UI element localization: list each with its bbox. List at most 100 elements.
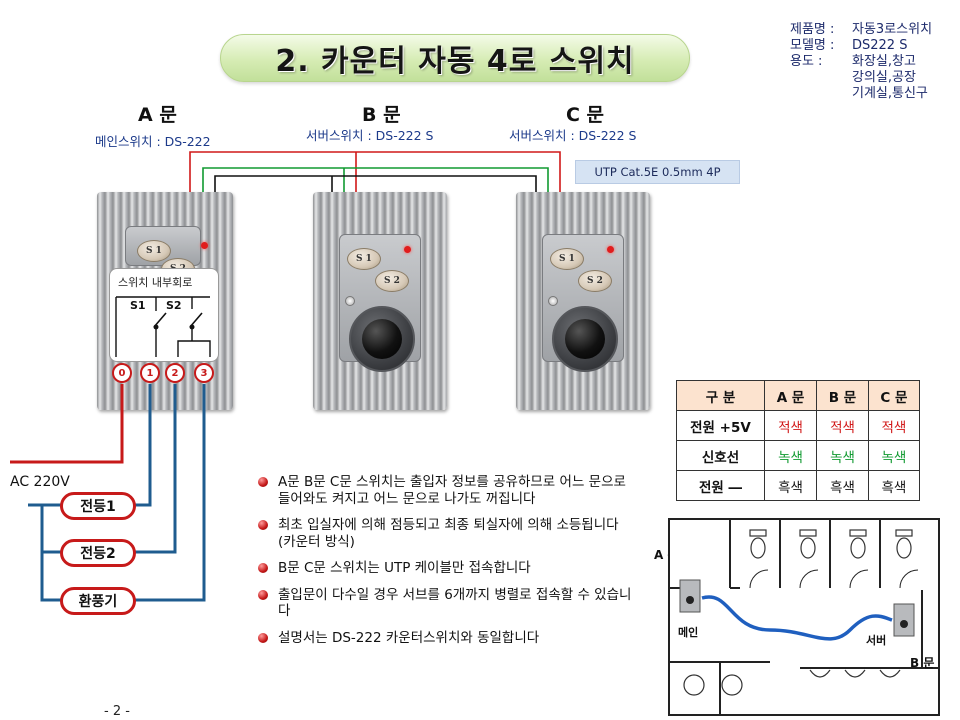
info-label: 용도 : [790,54,823,69]
table-cell: 흑색 [867,470,921,501]
motion-sensor-icon [552,306,618,372]
bullet-icon [258,589,268,600]
table-cell: 녹색 [867,440,921,471]
list-item: 출입문이 다수일 경우 서브를 6개까지 병렬로 접속할 수 있습니다 [258,587,638,620]
table-cell: 녹색 [763,440,818,471]
circuit-title: 스위치 내부회로 [118,276,193,289]
table-row: 신호선 녹색 녹색 녹색 [676,440,921,471]
table-header: C 문 [867,380,921,411]
info-row: 기계실,통신구 [790,86,932,102]
indicator-icon [548,296,558,306]
product-info: 제품명 : 자동3로스위치 모델명 : DS222 S 용도 : 화장실,창고 강의실… [790,22,932,102]
s1-button[interactable]: S 1 [137,240,171,262]
table-cell: 흑색 [816,470,869,501]
door-b-label: B 문 [362,104,401,126]
table-row: 전원 +5V 적색 적색 적색 [676,410,921,441]
table-cell: 적색 [816,410,869,441]
ac-label: AC 220V [10,474,70,490]
list-item-text: 최초 입실자에 의해 점등되고 최종 퇴실자에 의해 소등됩니다 (카운터 방식… [278,517,619,550]
plan-door-b-label: B 문 [910,656,935,670]
table-row: 전원 ― 흑색 흑색 흑색 [676,470,921,501]
bullet-icon [258,520,268,530]
plan-main-label: 메인 [678,626,699,639]
door-a-sub: 메인스위치 : DS-222 [95,134,211,149]
bullet-icon [258,477,268,487]
load-fan: 환풍기 [60,587,136,615]
table-header: B 문 [816,380,869,411]
info-value: 화장실,창고 [852,54,916,69]
s2-button[interactable]: S 2 [578,270,612,292]
black-wire [214,175,537,195]
cable-label: UTP Cat.5E 0.5mm 4P [575,160,740,184]
red-wire [189,151,561,195]
s1-button[interactable]: S 1 [550,248,584,270]
terminal-1: 1 [140,363,160,383]
info-row: 제품명 : 자동3로스위치 [790,22,932,38]
green-wire [202,167,549,195]
status-led [607,246,614,253]
feature-list: A문 B문 C문 스위치는 출입자 정보를 공유하므로 어느 문으로 들어와도 … [258,474,638,656]
bullet-icon [258,563,268,573]
blue-wire [112,384,206,602]
internal-circuit: 스위치 내부회로 S1 S2 [109,268,219,362]
row-label: 전원 +5V [676,410,765,441]
load-light-2: 전등2 [60,539,136,567]
info-row: 용도 : 화장실,창고 [790,54,932,70]
row-label: 신호선 [676,440,765,471]
blue-wire [112,384,152,507]
door-b-sub: 서버스위치 : DS-222 S [306,128,434,143]
door-a-label: A 문 [138,104,177,126]
s2-button[interactable]: S 2 [375,270,409,292]
list-item-text: 설명서는 DS-222 카운터스위치와 동일합니다 [278,629,540,646]
plan-sub-label: 서버 [866,634,887,647]
info-label: 모델명 : [790,38,835,53]
floor-plan-drawing [670,520,938,714]
switch-c-panel: S 1 S 2 [516,192,650,410]
indicator-icon [345,296,355,306]
table-header-row: 구 분 A 문 B 문 C 문 [676,380,921,411]
ac-return-wire [28,503,62,602]
info-value: 자동3로스위치 [852,22,933,37]
wire-color-table: 구 분 A 문 B 문 C 문 전원 +5V 적색 적색 적색 신호선 녹색 녹… [676,380,921,501]
list-item: A문 B문 C문 스위치는 출입자 정보를 공유하므로 어느 문으로 들어와도 … [258,474,638,507]
ac-red-wire [10,384,124,464]
table-cell: 적색 [867,410,921,441]
list-item-text: 출입문이 다수일 경우 서브를 6개까지 병렬로 접속할 수 있습니다 [278,586,632,620]
table-header: 구 분 [676,380,765,411]
row-label: 전원 ― [676,470,765,501]
bullet-icon [258,632,268,643]
list-item: 설명서는 DS-222 카운터스위치와 동일합니다 [258,630,638,647]
terminal-0: 0 [112,363,132,383]
status-led [404,246,411,253]
table-cell: 녹색 [816,440,869,471]
circuit-s2-label: S2 [166,299,182,312]
table-header: A 문 [763,380,818,411]
door-c-label: C 문 [566,104,605,126]
circuit-s1-label: S1 [130,299,146,312]
load-light-1: 전등1 [60,492,136,520]
list-item-text: B문 C문 스위치는 UTP 케이블만 접속합니다 [278,560,531,576]
s1-button[interactable]: S 1 [347,248,381,270]
info-value: 기계실,통신구 [852,86,928,101]
list-item-text: A문 B문 C문 스위치는 출입자 정보를 공유하므로 어느 문으로 들어와도 … [278,474,626,507]
info-value: 강의실,공장 [852,70,916,85]
info-row: 모델명 : DS222 S [790,38,932,54]
switch-b-panel: S 1 S 2 [313,192,447,410]
page-title: 2. 카운터 자동 4로 스위치 [220,34,690,82]
page-title-text: 2. 카운터 자동 4로 스위치 [275,44,635,79]
motion-sensor-icon [349,306,415,372]
info-row: 강의실,공장 [790,70,932,86]
door-c-sub: 서버스위치 : DS-222 S [509,128,637,143]
list-item: 최초 입실자에 의해 점등되고 최종 퇴실자에 의해 소등됩니다 (카운터 방식… [258,517,638,550]
info-label: 제품명 : [790,22,835,37]
status-led [201,242,208,249]
table-cell: 적색 [763,410,818,441]
table-cell: 흑색 [763,470,818,501]
page-number: - 2 - [104,704,130,719]
circuit-diagram [115,296,211,357]
list-item: B문 C문 스위치는 UTP 케이블만 접속합니다 [258,560,638,577]
info-value: DS222 S [852,38,908,53]
terminal-3: 3 [194,363,214,383]
terminal-2: 2 [165,363,185,383]
